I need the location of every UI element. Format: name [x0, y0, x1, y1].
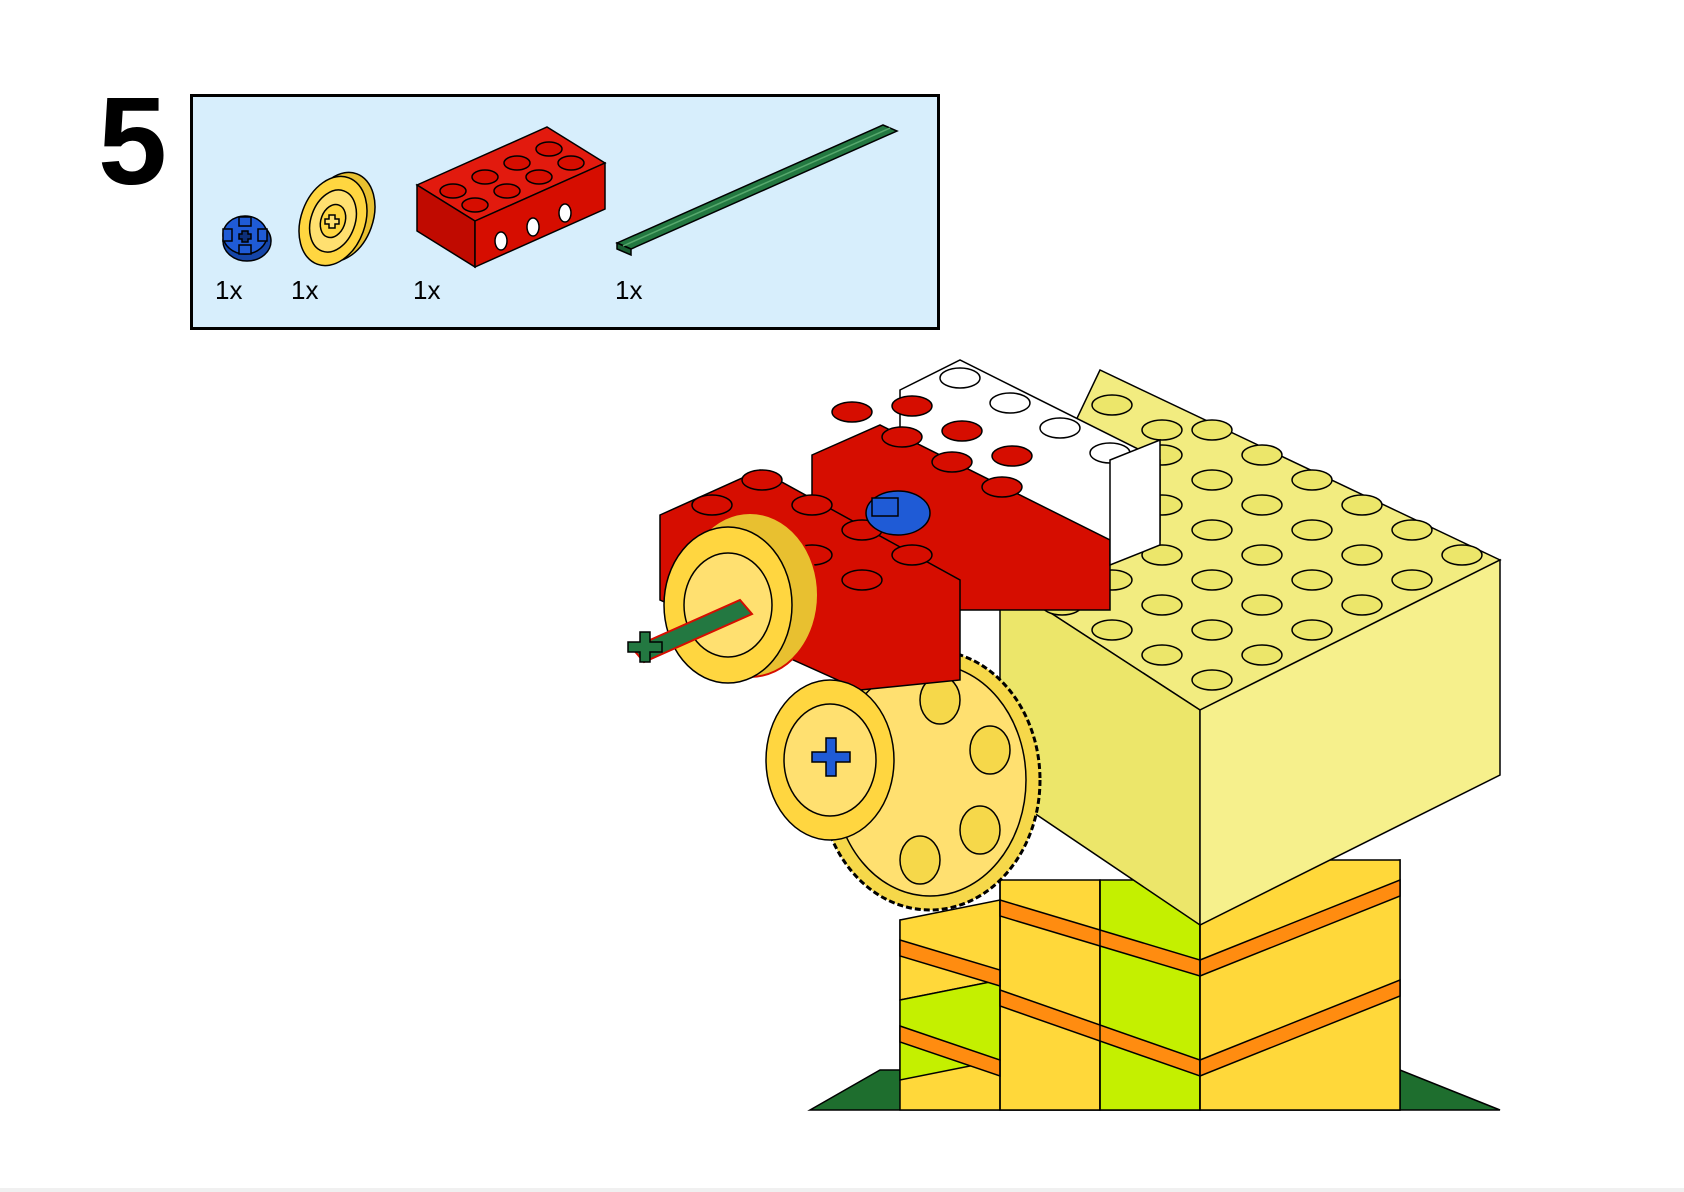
- gear-hub-wheel: [765, 679, 895, 841]
- wheel-pulley-icon: [298, 171, 376, 267]
- axle-icon: [615, 124, 899, 257]
- parts-list-panel: 1x 1x: [190, 94, 940, 330]
- part-quantity-bush: 1x: [215, 275, 243, 305]
- step-number: 5: [98, 73, 167, 211]
- blue-bush-installed: [865, 490, 931, 536]
- part-quantity-axle: 1x: [615, 275, 643, 305]
- technic-brick-1x4-icon: [415, 126, 607, 269]
- part-quantity-brick: 1x: [413, 275, 441, 305]
- green-axle-installed: [627, 598, 754, 664]
- tower-brick-stack: [899, 859, 1401, 1111]
- page-bottom-rule: [0, 1188, 1684, 1192]
- part-quantity-wheel: 1x: [291, 275, 319, 305]
- axle-bush-icon: [222, 215, 272, 262]
